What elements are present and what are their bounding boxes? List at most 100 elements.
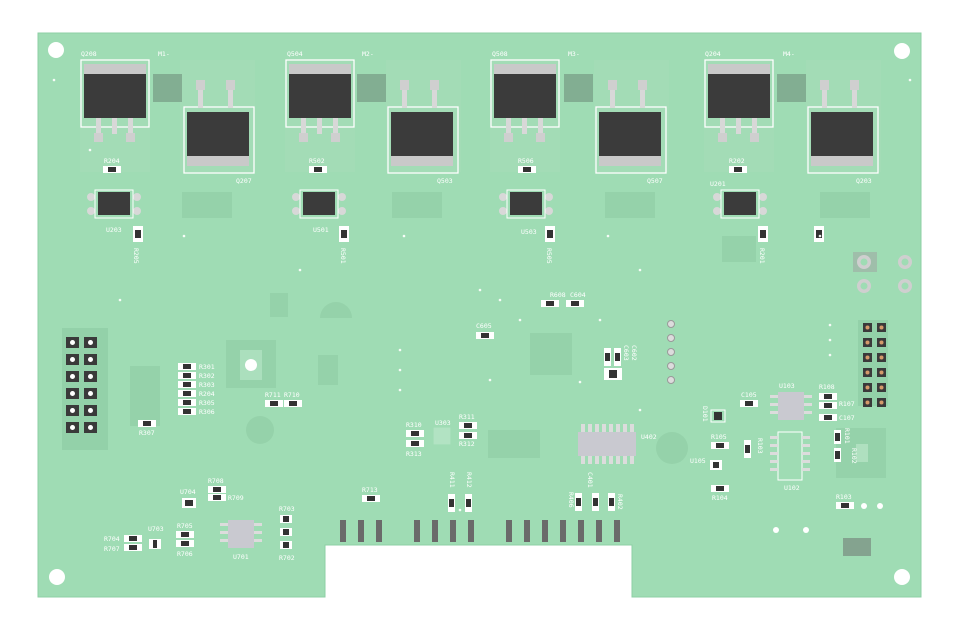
label-r505: R505 <box>545 248 553 264</box>
label-r103: R103 <box>836 493 852 501</box>
motor-block-3: Q508 M3- Q507 R506 U503 R505 <box>490 50 669 264</box>
label-r406: R406 <box>567 492 575 508</box>
label-r703: R703 <box>279 505 295 513</box>
label-r502: R502 <box>309 157 325 165</box>
mounting-hole-top-right <box>894 43 910 59</box>
label-r702: R702 <box>279 554 295 562</box>
label-r204-top: R204 <box>104 157 120 165</box>
label-q508: Q508 <box>492 50 508 58</box>
label-r302: R302 <box>199 372 215 380</box>
label-r402: R402 <box>616 494 624 510</box>
mounting-hole-top-left <box>48 42 64 58</box>
label-u102: U102 <box>784 484 800 492</box>
label-q507: Q507 <box>647 177 663 185</box>
label-r707: R707 <box>104 545 120 553</box>
label-r709: R709 <box>228 494 244 502</box>
label-r204: R204 <box>199 390 215 398</box>
label-r101: R101 <box>843 428 851 444</box>
label-r107: R107 <box>839 400 855 408</box>
label-r411: R411 <box>448 472 456 488</box>
motor-block-1: Q208 M1- Q207 R204 U203 R205 <box>80 50 255 264</box>
label-r706: R706 <box>177 550 193 558</box>
label-c603: C603 <box>622 345 630 361</box>
label-r310: R310 <box>406 421 422 429</box>
label-r412: R412 <box>465 472 473 488</box>
label-c604: C604 <box>570 291 586 299</box>
label-q207: Q207 <box>236 177 252 185</box>
label-r713: R713 <box>362 486 378 494</box>
resistor-r713: R713 <box>362 486 380 502</box>
label-r608: R608 <box>550 291 566 299</box>
label-u402: U402 <box>641 433 657 441</box>
label-q503: Q503 <box>437 177 453 185</box>
label-c401: C401 <box>586 472 594 488</box>
label-r711: R711 <box>265 391 281 399</box>
label-r704: R704 <box>104 535 120 543</box>
edge-pads-bottom <box>340 520 620 542</box>
label-u203: U203 <box>106 226 122 234</box>
label-r201: R201 <box>758 248 766 264</box>
label-u703: U703 <box>148 525 164 533</box>
label-c107: C107 <box>839 414 855 422</box>
label-r501: R501 <box>339 248 347 264</box>
label-m1: M1- <box>158 50 170 58</box>
resistors-r411-r412: R411 R412 <box>448 472 473 512</box>
connector-left-2x6 <box>62 328 108 450</box>
label-q204: Q204 <box>705 50 721 58</box>
ic-u402: U402 <box>488 424 688 464</box>
resistors-r711-r710: R711 R710 <box>265 391 302 407</box>
label-r506: R506 <box>518 157 534 165</box>
header-pins-center <box>667 320 675 384</box>
label-r313: R313 <box>406 450 422 458</box>
label-m2: M2- <box>362 50 374 58</box>
vias <box>52 78 912 512</box>
label-r311: R311 <box>459 413 475 421</box>
label-c605: C605 <box>476 322 492 330</box>
label-u501: U501 <box>313 226 329 234</box>
label-q203: Q203 <box>856 177 872 185</box>
label-u105: U105 <box>690 457 706 465</box>
connector-right-2x5 <box>858 320 888 407</box>
label-u503: U503 <box>521 228 537 236</box>
resistors-r406-c401-r402: R406 C401 R402 <box>567 472 624 511</box>
label-r710: R710 <box>284 391 300 399</box>
label-m4: M4- <box>783 50 795 58</box>
label-u704: U704 <box>180 488 196 496</box>
cluster-u70x: R708 R709 U704 R703 R702 U703 R705 R706 … <box>104 477 295 562</box>
label-r102: R102 <box>850 448 858 464</box>
label-r312: R312 <box>459 440 475 448</box>
label-q504: Q504 <box>287 50 303 58</box>
label-u103: U103 <box>779 382 795 390</box>
pcb-outline <box>37 32 922 598</box>
cluster-u10x: D101 R105 U105 R104 C105 U103 R103 U102 … <box>690 382 886 556</box>
mounting-hole-bottom-left <box>49 569 65 585</box>
label-r205: R205 <box>132 248 140 264</box>
resistor-array-r301-r306: R301 R302 R303 R204 R305 R306 R307 <box>130 363 215 437</box>
label-d101: D101 <box>701 406 709 422</box>
label-r108: R108 <box>819 383 835 391</box>
label-u303: U303 <box>435 419 451 427</box>
label-r305: R305 <box>199 399 215 407</box>
label-r705: R705 <box>177 522 193 530</box>
label-r301: R301 <box>199 363 215 371</box>
label-u701: U701 <box>233 553 249 561</box>
label-c105: C105 <box>741 391 757 399</box>
motor-block-4: Q204 M4- Q203 R202 U201 R201 <box>704 50 881 264</box>
label-r202: R202 <box>729 157 745 165</box>
u303-group: R310 U303 R311 R312 R313 <box>406 413 477 458</box>
label-r104: R104 <box>712 494 728 502</box>
label-r306: R306 <box>199 408 215 416</box>
motor-block-2: Q504 M2- Q503 R502 U501 R501 <box>285 50 461 264</box>
ghost-components-center-left <box>226 293 352 444</box>
label-r103-side: R103 <box>756 438 764 454</box>
terminal-block-right <box>853 252 912 293</box>
mounting-hole-bottom-right <box>894 569 910 585</box>
label-r708: R708 <box>208 477 224 485</box>
label-r303: R303 <box>199 381 215 389</box>
label-q208: Q208 <box>81 50 97 58</box>
mcu-ghost: R608 C604 C605 C603 C602 <box>476 291 638 380</box>
label-u201: U201 <box>710 180 726 188</box>
label-r307: R307 <box>139 429 155 437</box>
label-r105: R105 <box>711 433 727 441</box>
